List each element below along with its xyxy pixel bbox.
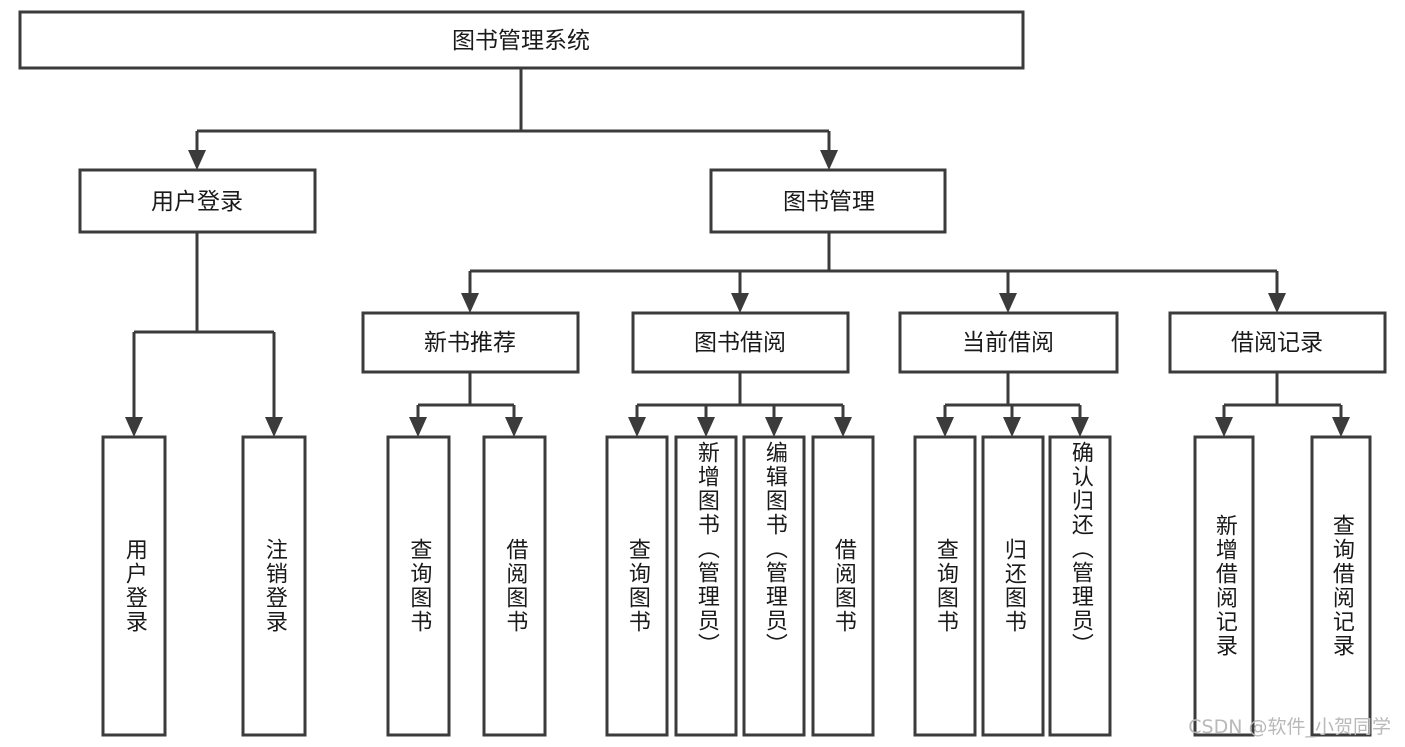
leaf-rect-edit-book — [742, 435, 806, 737]
connector-currentborrow-to-leaves — [936, 372, 1089, 437]
node-book-manage[interactable]: 图书管理 — [709, 168, 947, 234]
connector-newbook-to-leaves — [409, 372, 523, 437]
connector-userlogin-to-leaves — [125, 232, 283, 437]
leaf-rect-query-record — [1310, 435, 1372, 737]
leaf-rect-user-login — [101, 435, 167, 737]
leaf-rect-user-logout — [241, 435, 307, 737]
leaf-rects — [101, 435, 1372, 737]
node-root[interactable]: 图书管理系统 — [18, 10, 1025, 70]
node-borrow-record-label: 借阅记录 — [1231, 330, 1323, 356]
node-book-borrow[interactable]: 图书借阅 — [631, 311, 850, 374]
connector-bookborrow-to-leaves — [628, 372, 852, 437]
node-current-borrow[interactable]: 当前借阅 — [898, 311, 1119, 374]
node-user-login-label: 用户登录 — [151, 189, 243, 215]
leaf-rect-borrow-book-1 — [482, 435, 547, 737]
leaf-rect-confirm-return — [1048, 435, 1112, 737]
leaf-rect-query-book-2 — [605, 435, 669, 737]
node-new-book-recommend-label: 新书推荐 — [424, 330, 516, 356]
node-book-manage-label: 图书管理 — [783, 189, 875, 215]
leaf-rect-borrow-book-2 — [811, 435, 875, 737]
leaf-rect-add-record — [1193, 435, 1255, 737]
connector-bookmanage-to-level3 — [461, 232, 1286, 313]
connector-borrowrecord-to-leaves — [1215, 372, 1350, 437]
leaf-rect-query-book-3 — [913, 435, 977, 737]
leaf-rect-return-book — [981, 435, 1045, 737]
node-new-book-recommend[interactable]: 新书推荐 — [361, 311, 580, 374]
leaf-rect-add-book — [674, 435, 738, 737]
node-user-login[interactable]: 用户登录 — [78, 168, 317, 234]
leaf-rect-query-book-1 — [386, 435, 451, 737]
node-current-borrow-label: 当前借阅 — [962, 330, 1054, 356]
node-book-borrow-label: 图书借阅 — [694, 330, 786, 356]
node-borrow-record[interactable]: 借阅记录 — [1168, 311, 1387, 374]
node-root-label: 图书管理系统 — [452, 28, 590, 54]
connector-root-to-level2 — [188, 68, 838, 170]
